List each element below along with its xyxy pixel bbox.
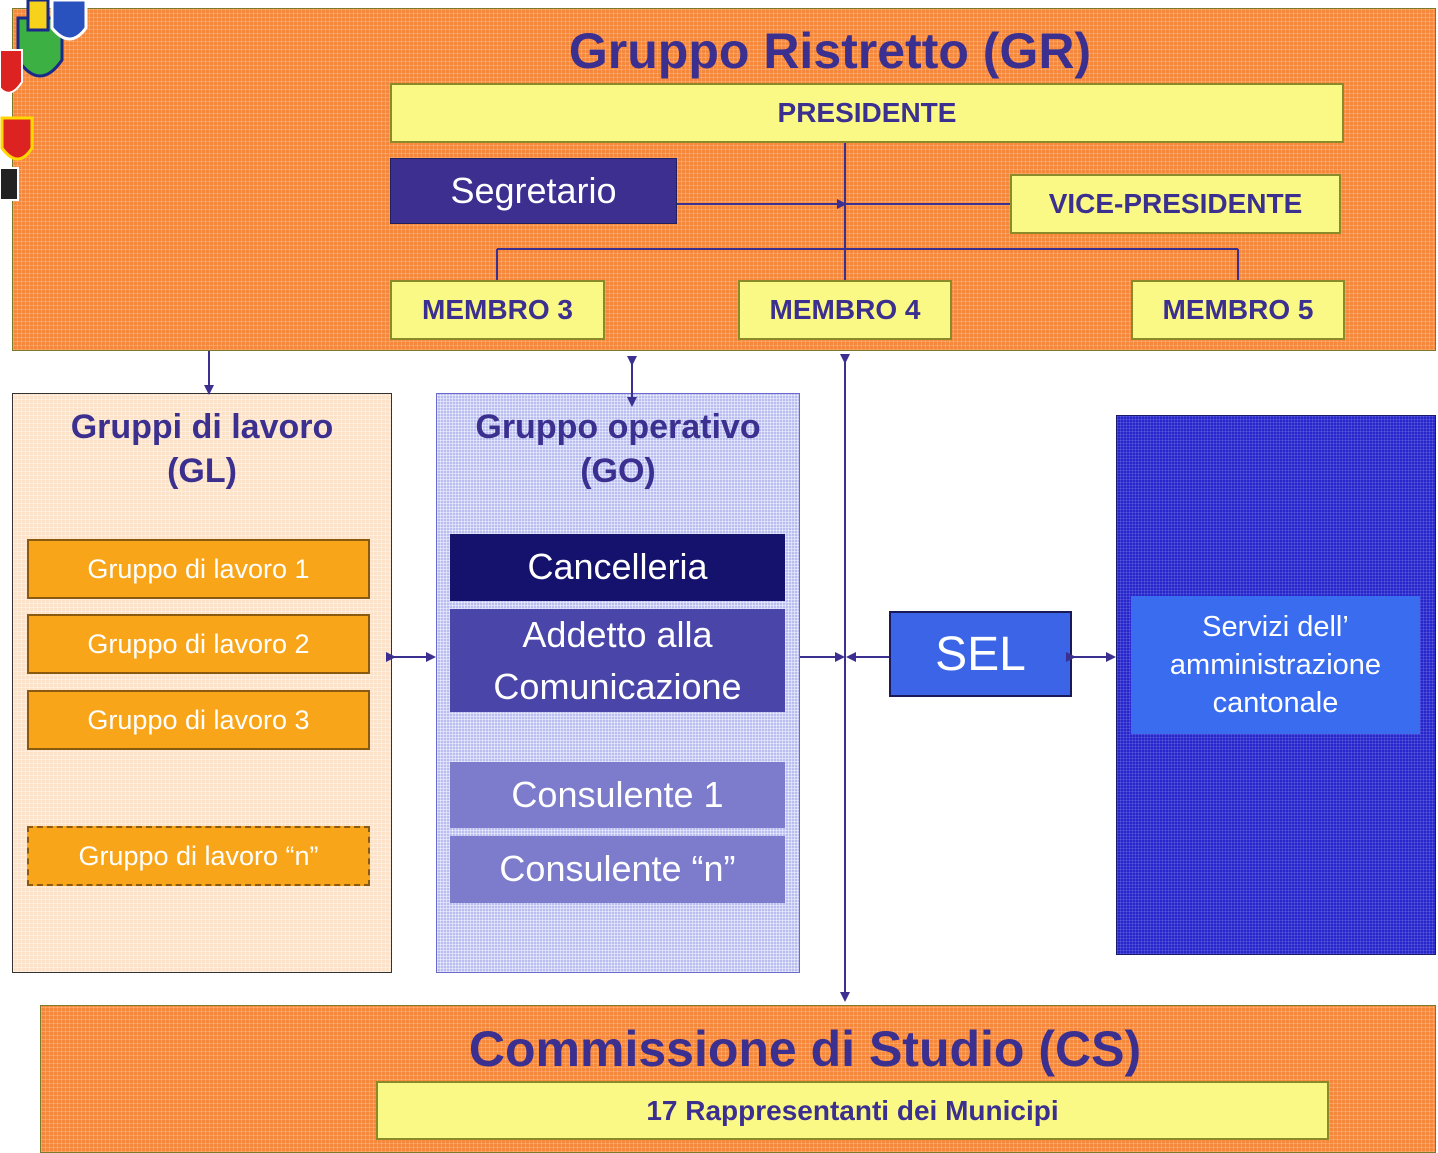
presidente-box: PRESIDENTE (390, 83, 1344, 143)
membro-5-box: MEMBRO 5 (1131, 280, 1345, 340)
gl-title: Gruppi di lavoro (GL) (12, 405, 392, 493)
consulente-n-box: Consulente “n” (450, 836, 785, 903)
gl-title-line2: (GL) (167, 452, 237, 490)
segretario-box: Segretario (390, 158, 677, 224)
gl-title-line1: Gruppi di lavoro (70, 408, 334, 446)
rappresentanti-box: 17 Rappresentanti dei Municipi (376, 1081, 1329, 1140)
go-title: Gruppo operativo (GO) (436, 405, 800, 493)
gruppo-di-lavoro-3: Gruppo di lavoro 3 (27, 690, 370, 750)
servizi-box: Servizi dell’ amministrazione cantonale (1131, 596, 1420, 734)
servizi-line3: cantonale (1212, 687, 1339, 719)
addetto-line1: Addetto alla (522, 613, 713, 655)
gruppo-di-lavoro-n: Gruppo di lavoro “n” (27, 826, 370, 886)
addetto-comunicazione-box: Addetto alla Comunicazione (450, 609, 785, 712)
go-title-line2: (GO) (580, 452, 656, 490)
consulente-1-box: Consulente 1 (450, 762, 785, 828)
servizi-line1: Servizi dell’ (1202, 611, 1349, 643)
membro-4-box: MEMBRO 4 (738, 280, 952, 340)
cs-title: Commissione di Studio (CS) (468, 1021, 1142, 1077)
coat-of-arms-icon (0, 0, 90, 205)
addetto-line2: Comunicazione (493, 665, 742, 707)
sel-box: SEL (889, 611, 1072, 697)
vice-presidente-box: VICE-PRESIDENTE (1010, 174, 1341, 234)
cancelleria-box: Cancelleria (450, 534, 785, 601)
go-title-line1: Gruppo operativo (475, 408, 761, 446)
gr-title: Gruppo Ristretto (GR) (568, 23, 1092, 79)
membro-3-box: MEMBRO 3 (390, 280, 605, 340)
gruppo-di-lavoro-1: Gruppo di lavoro 1 (27, 539, 370, 599)
servizi-line2: amministrazione (1169, 649, 1382, 681)
gruppo-di-lavoro-2: Gruppo di lavoro 2 (27, 614, 370, 674)
